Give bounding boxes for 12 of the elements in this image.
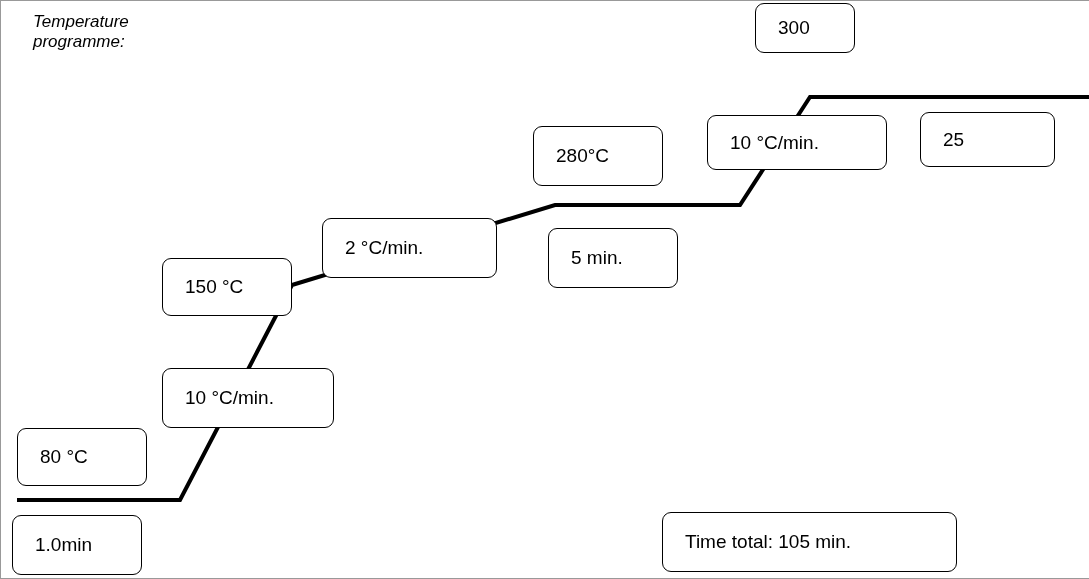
value-label-box: 1.0min	[12, 515, 142, 575]
value-label-box: 300	[755, 3, 855, 53]
value-label-box: 150 °C	[162, 258, 292, 316]
value-label-box: 25	[920, 112, 1055, 167]
value-label-box: Time total: 105 min.	[662, 512, 957, 572]
value-label-box: 280°C	[533, 126, 663, 186]
value-label-box: 10 °C/min.	[162, 368, 334, 428]
value-label-box: 2 °C/min.	[322, 218, 497, 278]
value-label-box: 10 °C/min.	[707, 115, 887, 170]
diagram-title: Temperature programme:	[33, 12, 130, 52]
value-label-box: 5 min.	[548, 228, 678, 288]
value-label-box: 80 °C	[17, 428, 147, 486]
